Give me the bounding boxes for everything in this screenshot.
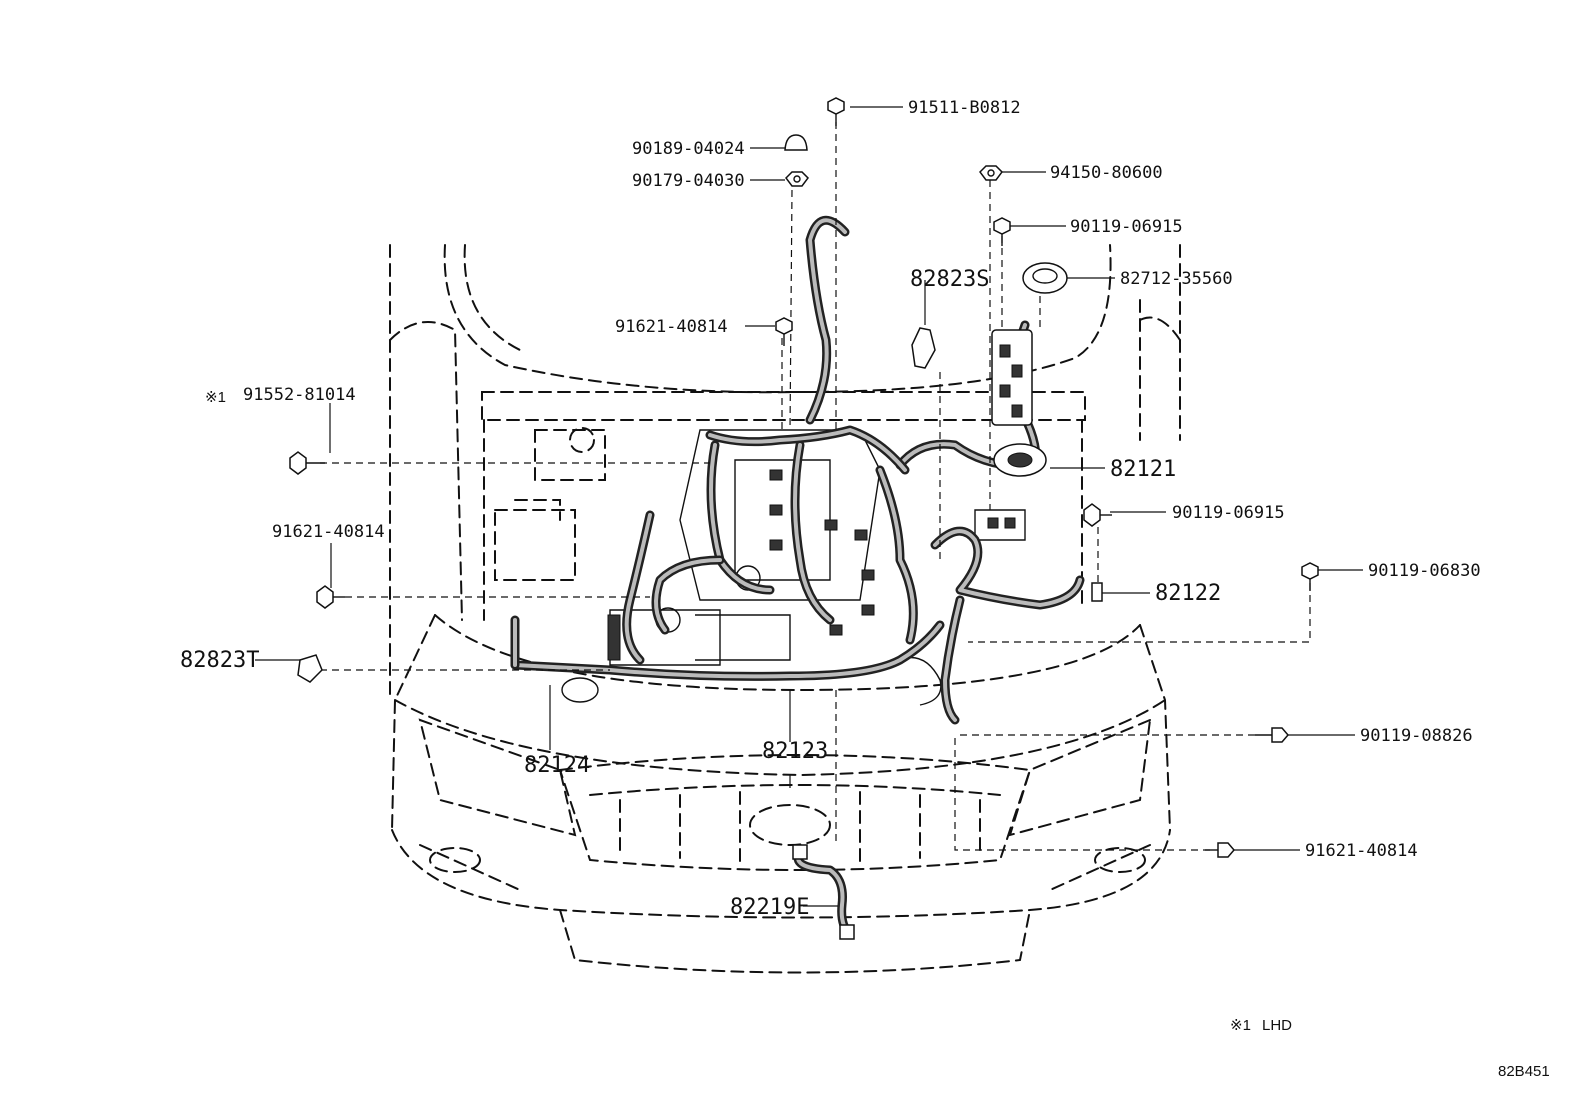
label-82712-35560: 82712-35560 <box>1120 269 1233 289</box>
label-90179-04030: 90179-04030 <box>632 171 745 191</box>
diagram-notes: ※1 LHD 82B451 <box>1230 1017 1550 1080</box>
label-90189-04024: 90189-04024 <box>632 139 745 159</box>
bolt-icon <box>316 585 345 609</box>
bolt-icon <box>1083 503 1112 527</box>
label-82124: 82124 <box>524 753 590 778</box>
label-82823s: 82823S <box>910 267 989 292</box>
bolt-icon <box>1255 727 1289 743</box>
grommet-icon <box>1022 262 1068 294</box>
clip-icon <box>297 654 323 683</box>
clip-icon <box>1091 582 1103 602</box>
wire-harnesses <box>510 215 1085 940</box>
label-91552-81014: 91552-81014 <box>243 385 356 405</box>
label-82121: 82121 <box>1110 457 1176 482</box>
footnote-text: LHD <box>1262 1017 1292 1034</box>
label-91511-b0812: 91511-B0812 <box>908 98 1021 118</box>
nut-icon <box>785 171 809 187</box>
vehicle-outline <box>389 244 1181 974</box>
cap-icon <box>784 134 808 151</box>
label-91621-40814-bottom: 91621-40814 <box>1305 841 1418 861</box>
label-94150-80600: 94150-80600 <box>1050 163 1163 183</box>
footnote-mark: ※1 <box>1230 1017 1251 1034</box>
fasteners <box>289 97 1319 858</box>
label-90119-06915-top: 90119-06915 <box>1070 217 1183 237</box>
bolt-icon <box>1205 842 1235 858</box>
leader-lines <box>255 106 1363 907</box>
label-91621-40814-left: 91621-40814 <box>272 522 385 542</box>
label-82123: 82123 <box>762 739 828 764</box>
label-82823t: 82823T <box>180 648 259 673</box>
label-90119-06830: 90119-06830 <box>1368 561 1481 581</box>
part-number-labels: 91511-B0812 90189-04024 90179-04030 9415… <box>180 98 1481 920</box>
label-91621-40814-top: 91621-40814 <box>615 317 728 337</box>
bolt-icon <box>993 217 1011 246</box>
nut-icon <box>979 165 1003 181</box>
bolt-icon <box>775 317 793 346</box>
label-90119-08826: 90119-08826 <box>1360 726 1473 746</box>
bolt-icon <box>289 451 325 475</box>
diagram-code: 82B451 <box>1498 1063 1550 1080</box>
label-82219e: 82219E <box>730 895 809 920</box>
bolt-icon <box>827 97 845 126</box>
label-90119-06915-mid: 90119-06915 <box>1172 503 1285 523</box>
label-82122: 82122 <box>1155 581 1221 606</box>
bolt-icon <box>1301 562 1319 591</box>
label-footnote-mark: ※1 <box>205 389 226 406</box>
